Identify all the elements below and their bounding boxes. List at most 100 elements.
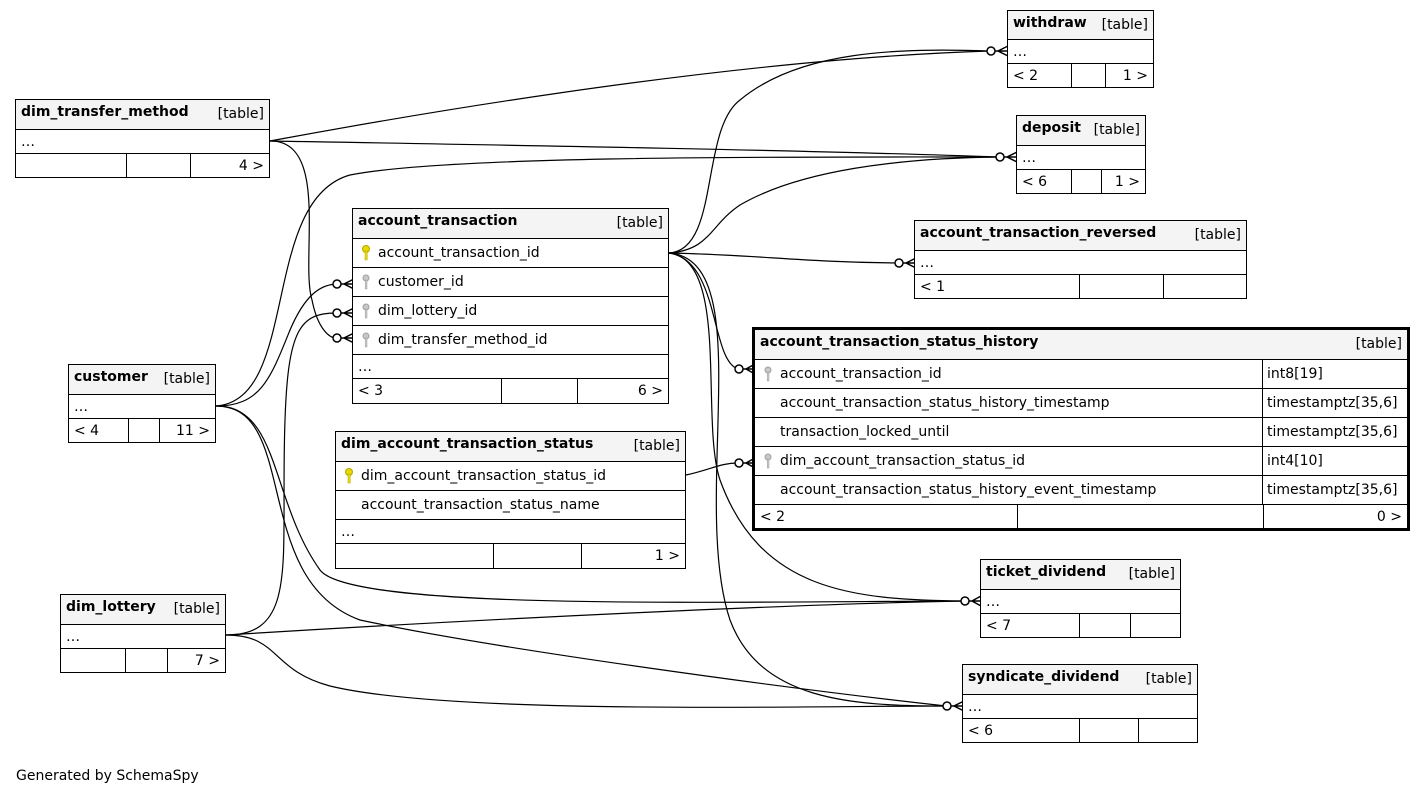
column-name: customer_id: [378, 274, 464, 290]
table-type: [table]: [217, 106, 264, 122]
many-marker: [969, 595, 982, 607]
column-row[interactable]: dim_transfer_method_id: [353, 326, 668, 355]
foreign-key-icon: [353, 274, 378, 290]
column-name: account_transaction_id: [378, 245, 540, 261]
table-withdraw[interactable]: withdraw [table] … < 2 1 >: [1007, 10, 1154, 88]
table-name: customer: [74, 369, 148, 385]
column-name: dim_transfer_method_id: [378, 332, 548, 348]
table-header: dim_account_transaction_status [table]: [336, 432, 685, 462]
parents-count[interactable]: < 6: [968, 722, 994, 739]
table-syndicate-dividend[interactable]: syndicate_dividend [table] … < 6: [962, 664, 1198, 743]
primary-key-icon: [353, 245, 378, 261]
table-dim-lottery[interactable]: dim_lottery [table] … 7 >: [60, 594, 226, 673]
children-count[interactable]: 6 >: [577, 379, 668, 403]
children-count[interactable]: [1130, 614, 1180, 637]
table-dim-transfer-method[interactable]: dim_transfer_method [table] … 4 >: [15, 99, 270, 178]
children-count[interactable]: 4 >: [190, 154, 269, 177]
children-count[interactable]: [1138, 719, 1197, 742]
column-row[interactable]: dim_lottery_id: [353, 297, 668, 326]
table-footer: < 7: [981, 614, 1180, 637]
children-count[interactable]: 11 >: [159, 419, 215, 442]
relation-line: [215, 283, 337, 407]
more-columns-row: …: [1008, 40, 1153, 64]
table-header: account_transaction_reversed [table]: [915, 221, 1246, 251]
children-count[interactable]: 0 >: [1263, 505, 1407, 528]
children-count[interactable]: 7 >: [167, 649, 225, 672]
column-name: dim_account_transaction_status_id: [361, 468, 607, 484]
column-row[interactable]: account_transaction_id int8[19]: [755, 360, 1407, 389]
column-row[interactable]: account_transaction_status_history_times…: [755, 389, 1407, 418]
table-type: [table]: [173, 601, 220, 617]
table-customer[interactable]: customer [table] … < 4 11 >: [68, 364, 216, 443]
many-marker: [341, 332, 355, 344]
table-deposit[interactable]: deposit [table] … < 6 1 >: [1016, 115, 1146, 194]
more-columns-row: …: [336, 520, 685, 544]
parents-count[interactable]: < 3: [358, 383, 384, 399]
table-name: account_transaction: [358, 213, 518, 229]
table-account-transaction[interactable]: account_transaction [table] account_tran…: [352, 208, 669, 404]
table-header: deposit [table]: [1017, 116, 1145, 146]
optional-marker: [960, 596, 970, 606]
table-footer: 1 >: [336, 544, 685, 568]
column-row[interactable]: account_transaction_id: [353, 239, 668, 268]
table-footer: < 6: [963, 719, 1197, 742]
foreign-key-icon: [353, 303, 378, 319]
table-type: [table]: [1101, 17, 1148, 33]
table-type: [table]: [1145, 671, 1192, 687]
parents-count[interactable]: < 2: [1013, 67, 1039, 84]
parents-count[interactable]: < 7: [986, 617, 1012, 634]
more-columns-row: …: [16, 130, 269, 154]
table-footer: 4 >: [16, 154, 269, 177]
children-count[interactable]: 1 >: [581, 544, 685, 568]
column-row[interactable]: account_transaction_status_history_event…: [755, 476, 1407, 505]
children-count[interactable]: 1 >: [1101, 170, 1145, 193]
relation-line: [225, 634, 947, 708]
column-row[interactable]: dim_account_transaction_status_id int4[1…: [755, 447, 1407, 476]
footer-spacer: [1079, 719, 1138, 742]
relation-line: [269, 140, 337, 339]
column-type: int8[19]: [1262, 360, 1407, 388]
table-footer: < 2 0 >: [755, 505, 1407, 528]
parents-count[interactable]: [61, 649, 125, 672]
parents-count[interactable]: [16, 154, 126, 177]
parents-count[interactable]: < 2: [760, 508, 786, 525]
column-row[interactable]: account_transaction_status_name: [336, 491, 685, 520]
table-type: [table]: [1194, 227, 1241, 243]
parents-count[interactable]: [336, 544, 493, 568]
footer-spacer: [1079, 614, 1130, 637]
many-marker: [903, 257, 917, 269]
table-header: ticket_dividend [table]: [981, 560, 1180, 590]
relation-line: [225, 600, 965, 636]
column-row[interactable]: customer_id: [353, 268, 668, 297]
table-name: dim_transfer_method: [21, 104, 189, 120]
table-footer: < 6 1 >: [1017, 170, 1145, 193]
more-columns-row: …: [963, 695, 1197, 719]
table-name: ticket_dividend: [986, 564, 1107, 580]
more-columns-row: …: [61, 625, 225, 649]
column-row[interactable]: transaction_locked_until timestamptz[35,…: [755, 418, 1407, 447]
more-columns-row: …: [353, 355, 668, 379]
table-ticket-dividend[interactable]: ticket_dividend [table] … < 7: [980, 559, 1181, 638]
table-type: [table]: [1355, 336, 1402, 352]
table-header: withdraw [table]: [1008, 11, 1153, 40]
many-marker: [341, 307, 355, 319]
table-header: account_transaction [table]: [353, 209, 668, 239]
column-name: account_transaction_status_history_times…: [780, 395, 1110, 411]
children-count[interactable]: 1 >: [1105, 64, 1153, 87]
optional-marker: [894, 258, 904, 268]
relation-line: [225, 312, 337, 636]
many-marker: [951, 700, 965, 712]
column-row[interactable]: dim_account_transaction_status_id: [336, 462, 685, 491]
table-header: account_transaction_status_history [tabl…: [755, 330, 1407, 360]
parents-count[interactable]: < 4: [74, 422, 100, 439]
table-footer: < 3 6 >: [353, 379, 668, 403]
table-name: deposit: [1022, 120, 1081, 136]
table-account-transaction-status-history[interactable]: account_transaction_status_history [tabl…: [752, 327, 1410, 531]
table-dim-account-transaction-status[interactable]: dim_account_transaction_status [table] d…: [335, 431, 686, 569]
parents-count[interactable]: < 6: [1022, 173, 1048, 190]
footer-spacer: [126, 154, 190, 177]
children-count[interactable]: [1163, 275, 1246, 298]
table-account-transaction-reversed[interactable]: account_transaction_reversed [table] … <…: [914, 220, 1247, 299]
parents-count[interactable]: < 1: [920, 278, 946, 295]
